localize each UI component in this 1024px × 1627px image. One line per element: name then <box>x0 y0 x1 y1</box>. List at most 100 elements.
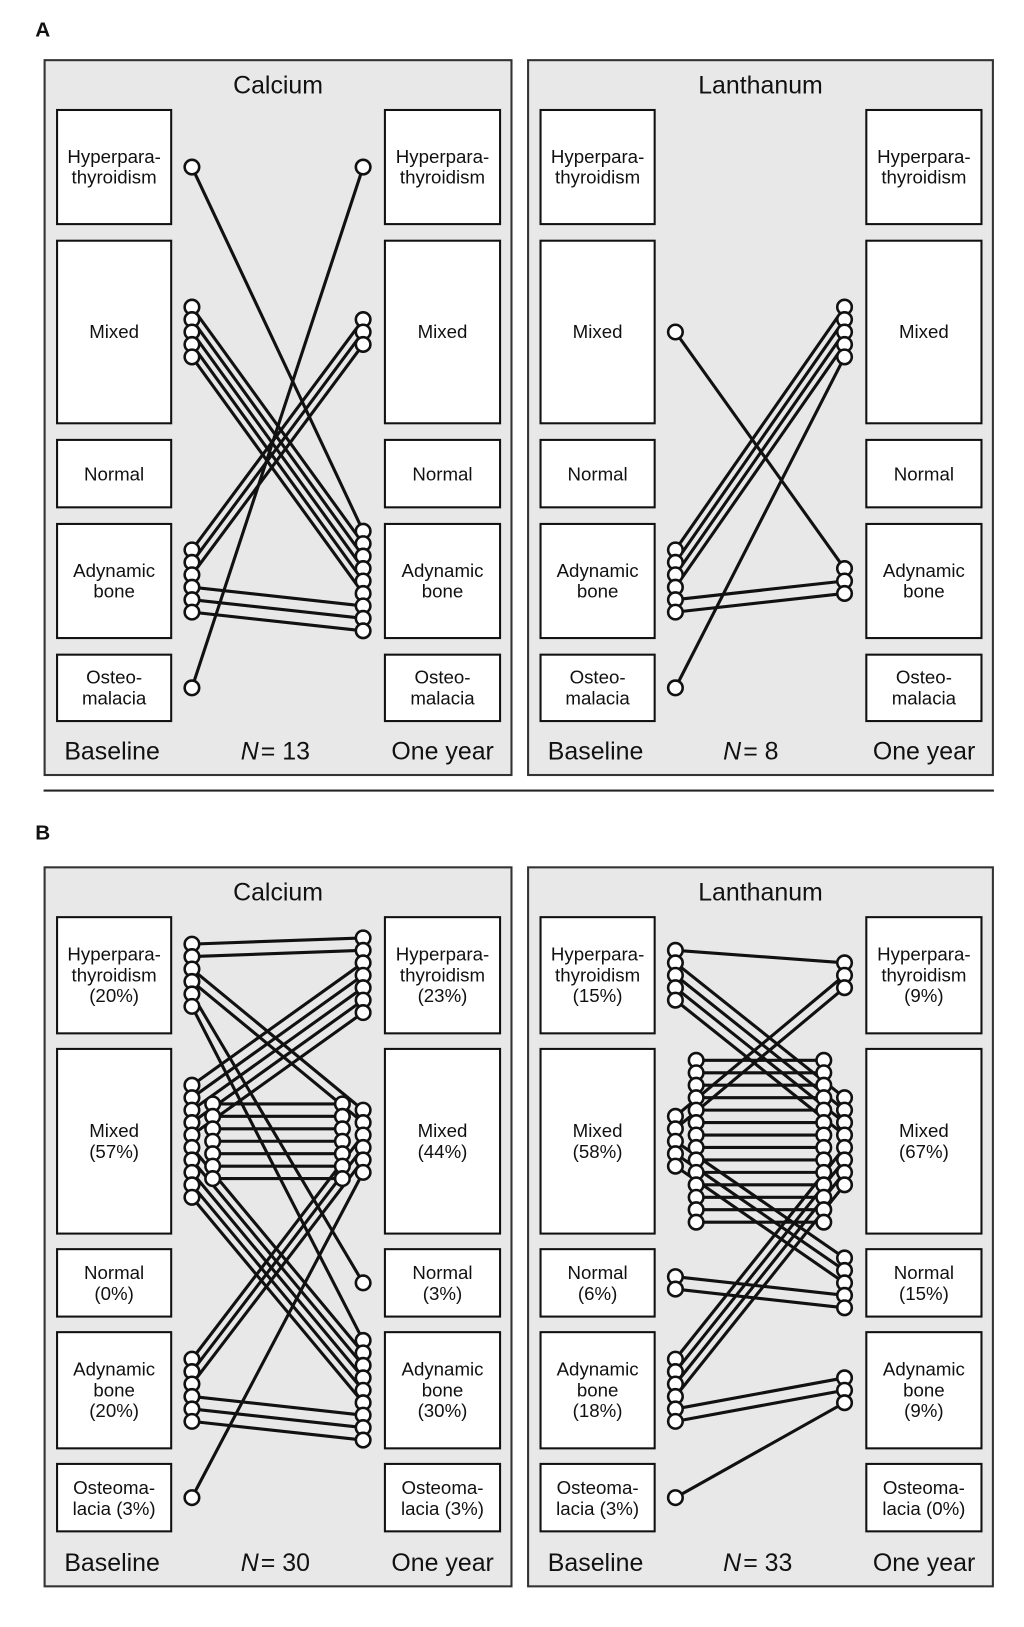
transition-line-adynamic-bone-to-adynamic-bone <box>191 1419 364 1442</box>
transition-line-mixed-to-adynamic-bone <box>190 1183 365 1392</box>
transition-line-mixed-to-hyperparathyroidism <box>191 973 365 1099</box>
one-year-box-adynamic-bone: Adynamic bone <box>865 522 983 640</box>
one-year-box-hyperparathyroidism: Hyperpara- thyroidism <box>865 108 983 226</box>
patient-dot-one-year <box>815 1213 833 1231</box>
n-value: = 33 <box>743 1548 793 1577</box>
transition-line-osteomalacia-to-mixed <box>674 356 846 689</box>
patient-dot-baseline <box>183 158 201 176</box>
transition-line-adynamic-bone-to-mixed <box>190 331 365 564</box>
patient-dot-one-year <box>354 158 372 176</box>
transition-links <box>183 929 372 1507</box>
transition-line-adynamic-bone-to-mixed <box>674 306 846 551</box>
transition-line-adynamic-bone-to-mixed <box>190 318 365 551</box>
transition-line-hyperparathyroidism-to-mixed <box>190 980 365 1124</box>
baseline-label: Baseline <box>547 1548 644 1577</box>
baseline-box-adynamic-bone: Adynamic bone <box>539 522 656 640</box>
one-year-box-normal: Normal (15%) <box>865 1248 983 1318</box>
transition-line-mixed-to-hyperparathyroidism <box>191 986 365 1112</box>
transition-line-adynamic-bone-to-adynamic-bone <box>191 610 364 633</box>
baseline-label: Baseline <box>64 737 160 766</box>
transition-line-osteomalacia-to-mixed <box>190 1171 365 1499</box>
transition-line-adynamic-bone-to-mixed <box>674 318 846 564</box>
patient-dot-baseline <box>183 997 201 1015</box>
one-year-label: One year <box>391 1548 494 1577</box>
section-label-a: A <box>35 18 51 42</box>
n-symbol: N <box>240 737 259 766</box>
transition-line-hyperparathyroidism-to-adynamic-bone <box>190 1005 365 1342</box>
transition-line-adynamic-bone-to-mixed <box>674 331 846 576</box>
transition-line-adynamic-bone-to-adynamic-bone <box>675 591 845 614</box>
patient-dot-one-year <box>354 1163 372 1181</box>
transition-line-adynamic-bone-to-mixed <box>190 1134 365 1361</box>
patient-dot-one-year <box>354 1004 372 1022</box>
transition-line-normal-to-normal <box>675 1287 845 1310</box>
n-value: = 8 <box>743 737 779 766</box>
transition-line-mixed-to-hyperparathyroidism <box>674 986 846 1130</box>
baseline-box-normal: Normal (0%) <box>56 1248 173 1318</box>
n-symbol: N <box>240 1548 259 1577</box>
transition-line-mixed-to-adynamic-bone <box>190 318 365 558</box>
transition-links <box>666 298 854 697</box>
panel-title: Calcium <box>233 71 324 100</box>
one-year-box-normal: Normal <box>383 438 502 509</box>
patient-dot-baseline <box>666 1489 684 1507</box>
patient-dot-baseline <box>666 1157 684 1175</box>
patient-dot-one-year <box>835 979 854 997</box>
transition-line-osteomalacia-to-hyperparathyroidism <box>190 166 365 689</box>
patient-dot-one-year <box>354 1431 372 1449</box>
one-year-box-mixed: Mixed (67%) <box>865 1047 983 1235</box>
baseline-box-hyperparathyroidism: Hyperpara- thyroidism (15%) <box>539 916 656 1035</box>
transition-line-hyperparathyroidism-to-mixed <box>190 967 365 1112</box>
transition-line-adynamic-bone-to-mixed <box>674 343 846 589</box>
baseline-box-mixed: Mixed <box>56 239 173 425</box>
one-year-box-osteomalacia: Osteo- malacia <box>865 653 983 723</box>
transition-line-mixed-to-adynamic-bone <box>190 1196 365 1404</box>
baseline-label: Baseline <box>64 1548 160 1577</box>
baseline-box-mixed: Mixed (57%) <box>56 1047 173 1235</box>
baseline-box-osteomalacia: Osteo- malacia <box>56 653 173 723</box>
patient-dot-baseline <box>183 348 201 366</box>
patient-dot-baseline <box>183 679 201 697</box>
n-symbol: N <box>723 737 742 766</box>
panel-title: Calcium <box>233 878 324 907</box>
transition-line-adynamic-bone-to-adynamic-bone <box>191 1407 364 1430</box>
one-year-box-hyperparathyroidism: Hyperpara- thyroidism (23%) <box>383 916 502 1035</box>
baseline-box-adynamic-bone: Adynamic bone (18%) <box>539 1331 656 1450</box>
transition-line-osteomalacia-to-adynamic-bone <box>674 1401 846 1499</box>
patient-dot-one-year <box>354 622 372 640</box>
patient-dot-one-year <box>835 584 854 603</box>
patient-dot-one-year <box>835 1299 854 1317</box>
n-symbol: N <box>723 1548 742 1577</box>
transition-line-mixed-to-adynamic-bone <box>190 331 365 570</box>
baseline-box-osteomalacia: Osteoma- lacia (3%) <box>539 1462 656 1533</box>
transition-line-mixed-to-adynamic-bone <box>190 1158 365 1367</box>
patient-dot-baseline <box>666 1280 684 1298</box>
n-value: = 30 <box>260 1548 310 1577</box>
patient-dot-one-year <box>354 1274 372 1292</box>
transition-line-adynamic-bone-to-adynamic-bone <box>675 1388 845 1423</box>
patient-dot-baseline <box>204 1170 222 1188</box>
baseline-box-normal: Normal <box>56 438 173 509</box>
patient-dot-baseline <box>183 1188 201 1206</box>
transition-line-mixed-to-hyperparathyroidism <box>674 974 846 1118</box>
baseline-box-adynamic-bone: Adynamic bone (20%) <box>56 1331 173 1450</box>
transition-line-mixed-to-adynamic-bone <box>190 343 365 582</box>
transition-line-adynamic-bone-to-adynamic-bone <box>675 579 845 602</box>
baseline-box-hyperparathyroidism: Hyperpara- thyroidism (20%) <box>56 916 173 1035</box>
one-year-box-mixed: Mixed <box>383 239 502 425</box>
patient-dot-baseline <box>666 323 684 341</box>
baseline-box-hyperparathyroidism: Hyperpara- thyroidism <box>539 108 656 226</box>
baseline-box-osteomalacia: Osteo- malacia <box>539 653 656 723</box>
transition-line-adynamic-bone-to-adynamic-bone <box>191 585 364 608</box>
one-year-box-adynamic-bone: Adynamic bone (30%) <box>383 1331 502 1450</box>
patient-dot-baseline <box>666 603 684 621</box>
patient-dot-one-year <box>333 1170 351 1188</box>
baseline-box-hyperparathyroidism: Hyperpara- thyroidism <box>56 108 173 226</box>
sample-size: N= 33 <box>723 1549 792 1578</box>
one-year-box-osteomalacia: Osteo- malacia <box>383 653 502 723</box>
